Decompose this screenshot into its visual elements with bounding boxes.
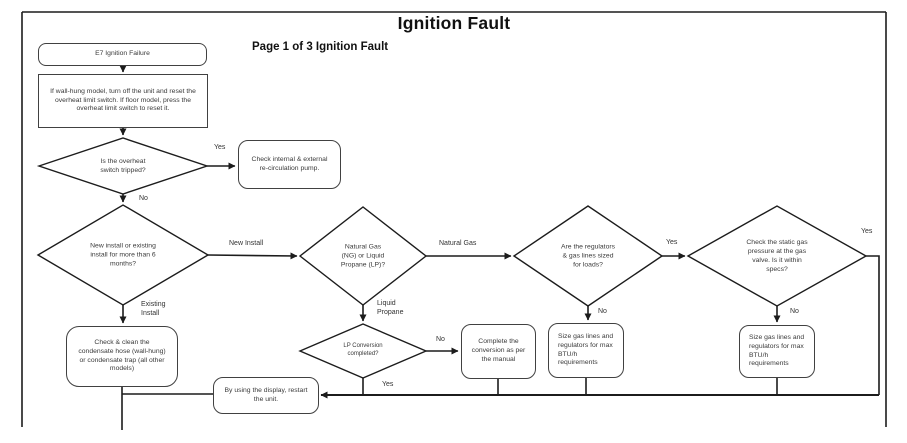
node-pump-check: Check internal & external re-circulation… <box>238 140 341 189</box>
static-pressure-diamond-label: Check the static gas pressure at the gas… <box>746 239 808 273</box>
regulators-diamond-label: Are the regulators & gas lines sized for… <box>560 243 616 269</box>
install-diamond-label: New install or existing install for more… <box>90 242 156 268</box>
node-size-gas-lines-2: Size gas lines and regulators for max BT… <box>739 325 815 378</box>
diamond-shapes <box>36 137 868 379</box>
connector-install-newinstall-to-gastype <box>207 252 298 260</box>
lp-conversion-diamond-label: LP Conversion completed? <box>343 343 383 357</box>
edge-label-new-install: New Install <box>229 240 264 247</box>
page-title: Ignition Fault <box>397 13 511 33</box>
edge-label-natural-gas: Natural Gas <box>439 240 477 247</box>
node-restart-unit: By using the display, restart the unit. <box>213 377 319 414</box>
edge-label-regulators-no: No <box>598 308 607 315</box>
connector-static-yes-right-down <box>866 255 880 395</box>
edge-label-overheat-no: No <box>139 195 148 202</box>
edge-label-lp-yes: Yes <box>382 381 394 388</box>
node-complete-conversion: Complete the conversion as per the manua… <box>461 324 536 379</box>
gas-type-diamond-label: Natural Gas (NG) or Liquid Propane (LP)? <box>340 243 386 269</box>
node-size-gas-lines-1: Size gas lines and regulators for max BT… <box>548 323 624 378</box>
edge-label-liquid-propane: Liquid Propane <box>377 300 404 316</box>
overheat-diamond-label: Is the overheat switch tripped? <box>100 158 146 174</box>
page-subtitle: Page 1 of 3 Ignition Fault <box>252 41 389 53</box>
edge-label-static-no: No <box>790 308 799 315</box>
node-e7-ignition-failure: E7 Ignition Failure <box>38 43 207 66</box>
edge-label-existing-install: Existing Install <box>141 301 166 317</box>
page-border <box>21 11 887 427</box>
node-reset-instructions: If wall-hung model, turn off the unit an… <box>38 74 208 128</box>
connectors <box>119 65 880 430</box>
edge-label-lp-no: No <box>436 336 445 343</box>
edge-label-overheat-yes: Yes <box>214 144 226 151</box>
edge-label-regulators-yes: Yes <box>666 239 678 246</box>
edge-label-static-yes: Yes <box>861 228 873 235</box>
node-condensate-check: Check & clean the condensate hose (wall-… <box>66 326 178 387</box>
